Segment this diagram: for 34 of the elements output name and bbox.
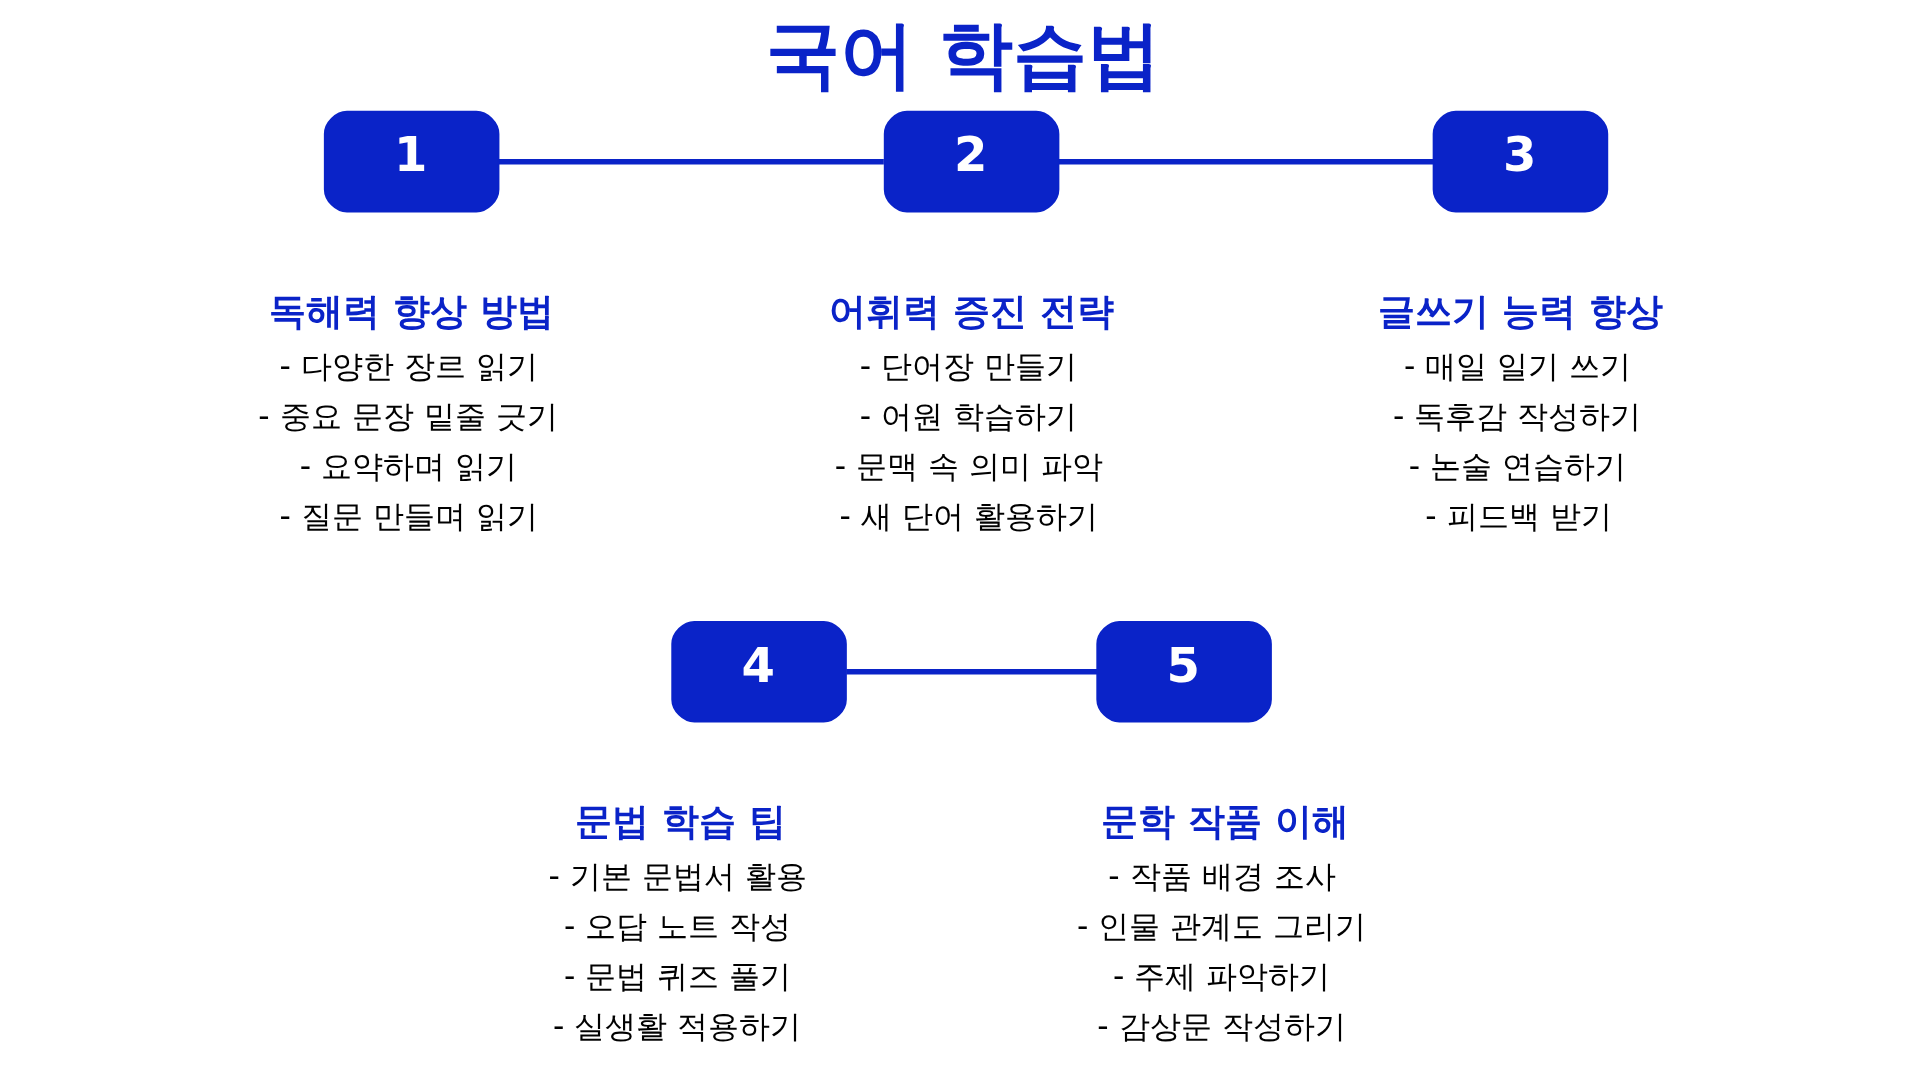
node-label: - 어원 학습하기: [859, 398, 1078, 435]
node-label: - 중요 문장 밑줄 긋기: [258, 398, 558, 435]
node-box: 5: [1096, 620, 1272, 723]
node-label: - 독후감 작성하기: [1392, 398, 1642, 435]
node-label: - 오답 노트 작성: [564, 908, 792, 945]
diagram-title: 국어 학습법: [765, 11, 1162, 98]
node-label: - 기본 문법서 활용: [548, 858, 807, 895]
node-box: 3: [1432, 110, 1609, 213]
node-label: - 문법 퀴즈 풀기: [564, 957, 792, 994]
node-label: 문법 학습 팁: [575, 800, 786, 844]
connector: [1058, 158, 1433, 165]
node-label: - 인물 관계도 그리기: [1076, 908, 1367, 945]
node-box: 4: [671, 620, 847, 723]
node-label: 문학 작품 이해: [1100, 800, 1349, 844]
node-label: 글쓰기 능력 향상: [1378, 290, 1663, 334]
node-box: 2: [883, 110, 1060, 213]
node-label: - 논술 연습하기: [1408, 447, 1626, 484]
node-label: - 문맥 속 의미 파악: [834, 447, 1104, 484]
node-label: - 실생활 적용하기: [553, 1007, 802, 1044]
node-label: - 매일 일기 쓰기: [1404, 348, 1632, 385]
node-label: - 다양한 장르 읽기: [279, 348, 538, 385]
node-label: - 요약하며 읽기: [299, 447, 518, 484]
node-label: 어휘력 증진 전략: [829, 290, 1115, 334]
node-box: 1: [323, 110, 500, 213]
connector: [846, 668, 1097, 675]
connector: [498, 158, 884, 165]
node-label: - 작품 배경 조사: [1108, 858, 1336, 895]
node-label: - 새 단어 활용하기: [839, 497, 1098, 534]
node-label: - 피드백 받기: [1425, 497, 1612, 534]
node-label: - 질문 만들며 읽기: [279, 497, 538, 534]
node-label: 독해력 향상 방법: [269, 290, 555, 334]
node-label: - 감상문 작성하기: [1097, 1007, 1346, 1044]
node-label: - 단어장 만들기: [859, 348, 1078, 385]
node-label: - 주제 파악하기: [1112, 957, 1331, 994]
